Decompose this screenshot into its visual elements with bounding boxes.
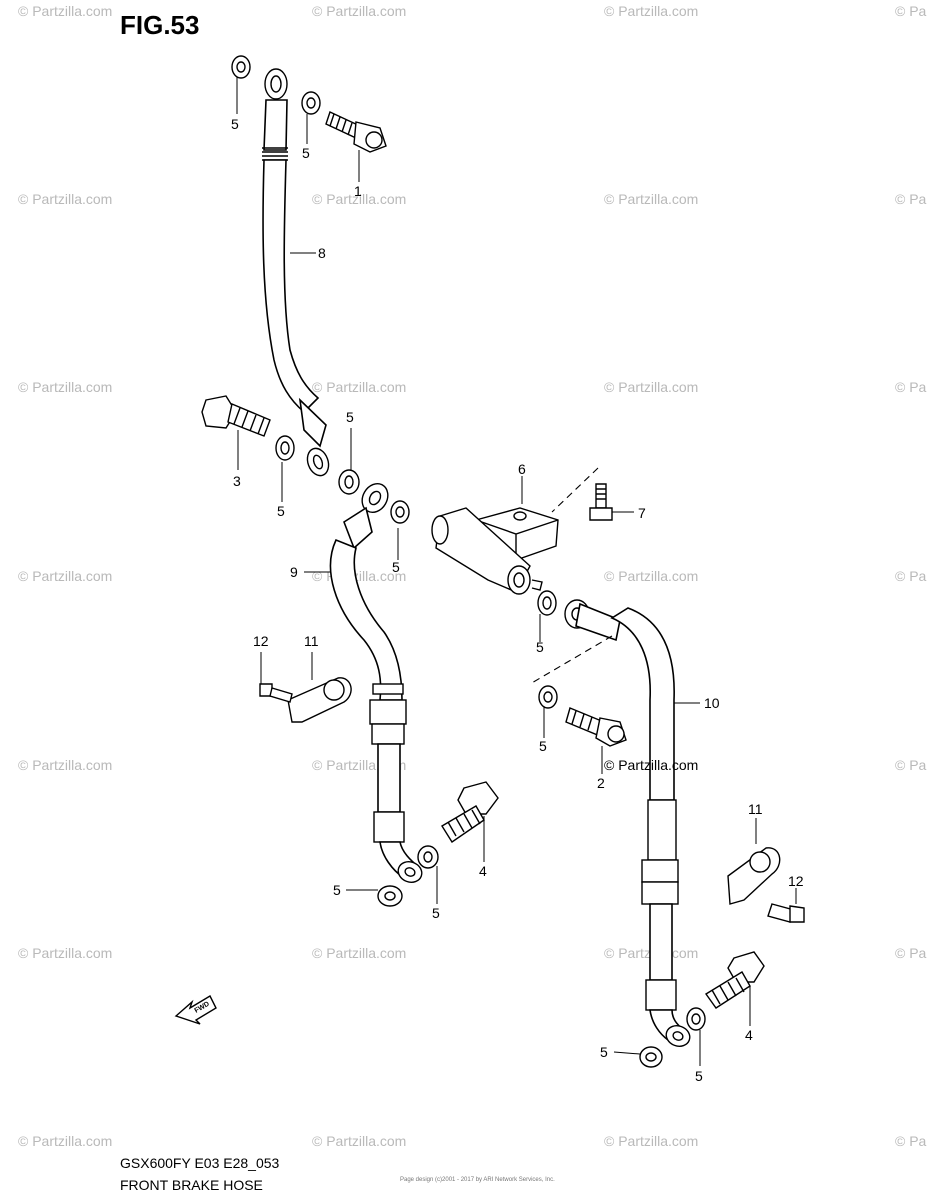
watermark: © Partzilla.com (604, 568, 698, 584)
watermark: © Partzilla.com (604, 1133, 698, 1149)
brake-hose-left (329, 482, 423, 883)
watermark: © Partzilla.com (895, 379, 927, 395)
union-bolt-2 (565, 707, 627, 747)
watermark: © Partzilla.com (312, 191, 406, 207)
clamp-left (259, 677, 352, 723)
callout: 5 (600, 1044, 608, 1060)
watermark: © Partzilla.com (895, 568, 927, 584)
callouts: 5 5 1 8 5 3 5 6 7 5 9 5 12 11 10 5 2 4 5… (231, 116, 804, 1084)
brake-hose-upper (262, 68, 330, 477)
watermark: © Partzilla.com (18, 757, 112, 773)
watermark: © Partzilla.com (895, 191, 927, 207)
union-bolt-4-right (704, 951, 765, 1009)
watermark: © Partzilla.com (18, 3, 112, 19)
callout: 9 (290, 564, 298, 580)
callout: 1 (354, 183, 362, 199)
watermark: © Partzilla.com (895, 945, 927, 961)
callout: 5 (392, 559, 400, 575)
watermark: © Partzilla.com (18, 568, 112, 584)
fwd-arrow-icon: FWD (174, 995, 217, 1025)
three-way-joint-6 (431, 507, 559, 595)
washers (231, 55, 706, 1068)
clamp-right (727, 847, 805, 923)
watermark: © Partzilla.com (312, 945, 406, 961)
watermark: © Partzilla.com (18, 945, 112, 961)
watermark: © Partzilla.com (895, 3, 927, 19)
watermark-grid: © Partzilla.com © Partzilla.com © Partzi… (18, 3, 927, 1149)
watermark: © Partzilla.com (18, 191, 112, 207)
callout: 5 (695, 1068, 703, 1084)
model-code: GSX600FY E03 E28_053 (120, 1155, 280, 1171)
callout: 5 (539, 738, 547, 754)
callout: 5 (231, 116, 239, 132)
callout: 3 (233, 473, 241, 489)
figure-title: FIG.53 (120, 10, 199, 40)
callout: 10 (704, 695, 720, 711)
assembly-lines (529, 467, 613, 685)
callout: 4 (745, 1027, 753, 1043)
callout: 5 (333, 882, 341, 898)
watermark: © Partzilla.com (312, 1133, 406, 1149)
callout: 11 (748, 801, 763, 817)
watermark: © Partzilla.com (604, 3, 698, 19)
callout: 5 (302, 145, 310, 161)
union-bolt-3 (201, 395, 271, 437)
callout: 11 (304, 633, 319, 649)
section-title: FRONT BRAKE HOSE (120, 1177, 263, 1193)
watermark: © Partzilla.com (604, 379, 698, 395)
callout: 6 (518, 461, 526, 477)
callout: 5 (536, 639, 544, 655)
mounting-bolt-7 (589, 483, 613, 521)
watermark: © Partzilla.com (312, 3, 406, 19)
watermark: © Partzilla.com (18, 379, 112, 395)
callout: 12 (253, 633, 269, 649)
watermark: © Partzilla.com (18, 1133, 112, 1149)
callout: 2 (597, 775, 605, 791)
watermark: © Partzilla.com (604, 191, 698, 207)
callout: 5 (432, 905, 440, 921)
watermark: © Partzilla.com (312, 379, 406, 395)
watermark: © Partzilla.com (895, 757, 927, 773)
leader-lines (236, 77, 797, 1066)
callout: 12 (788, 873, 804, 889)
fine-print: Page design (c)2001 - 2017 by ARI Networ… (400, 1177, 555, 1183)
callout: 5 (277, 503, 285, 519)
callout: 8 (318, 245, 326, 261)
callout: 4 (479, 863, 487, 879)
callout: 7 (638, 505, 646, 521)
watermark: © Partzilla.com (895, 1133, 927, 1149)
union-bolt-4-left (441, 781, 499, 843)
inline-watermark: © Partzilla.com (604, 757, 698, 773)
callout: 5 (346, 409, 354, 425)
brake-hose-right (564, 599, 691, 1047)
union-bolt-1 (325, 111, 387, 153)
